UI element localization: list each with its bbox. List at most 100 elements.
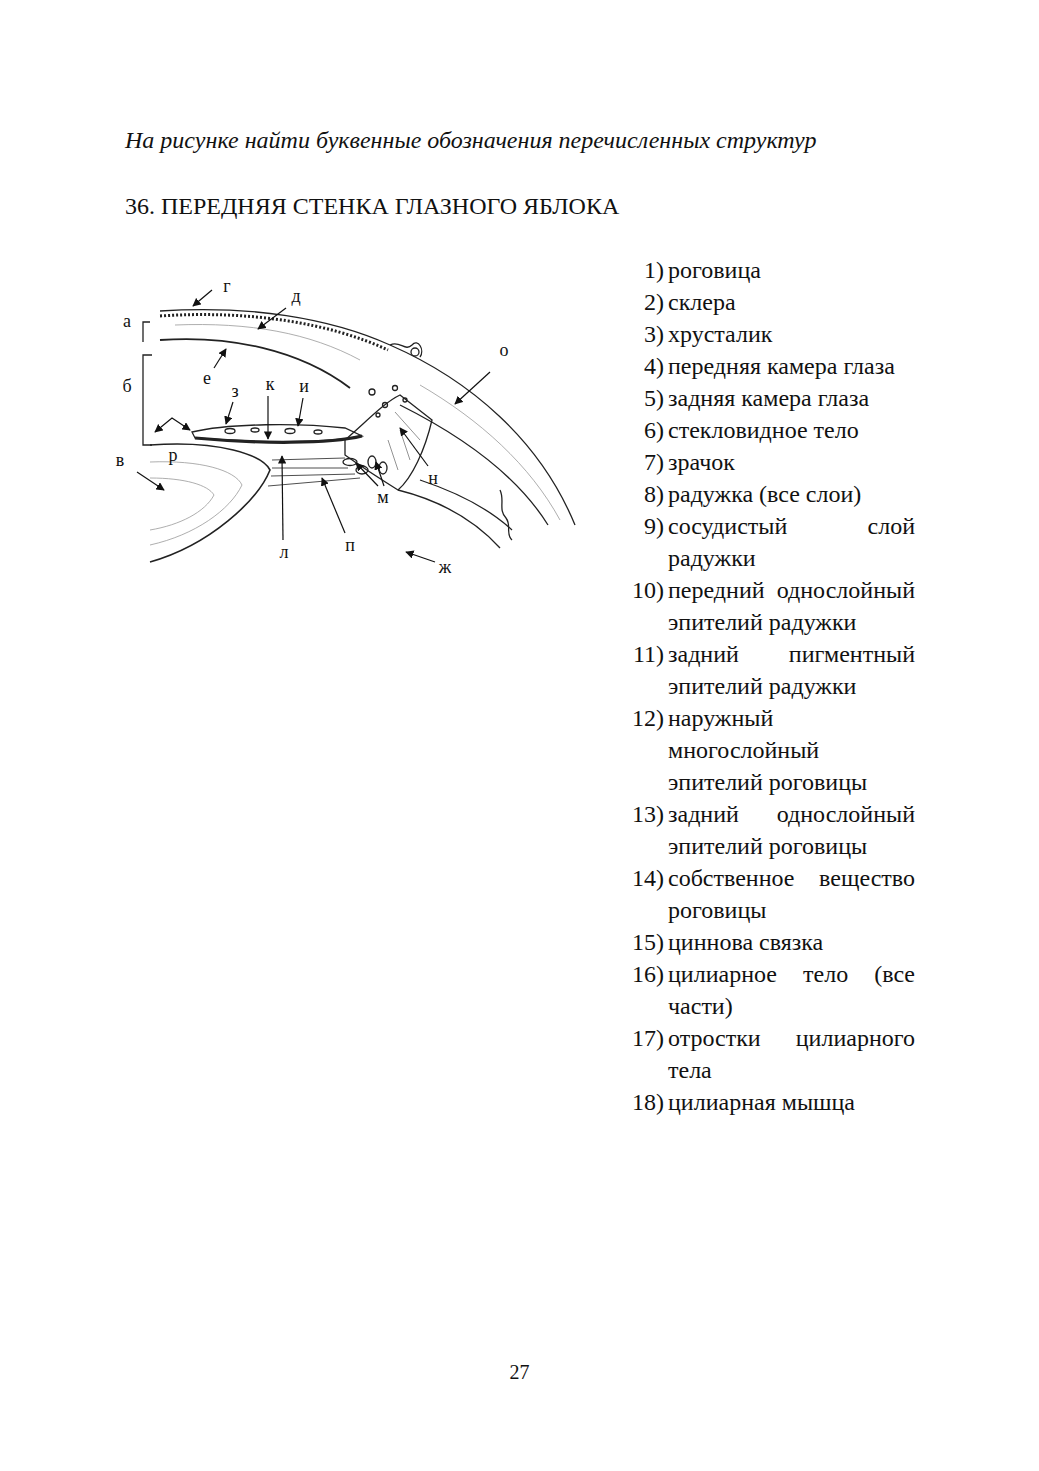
letter-label: н [428, 468, 438, 488]
list-item: 9)сосудистый слой радужки [616, 510, 916, 574]
cornea-outer [160, 310, 575, 525]
iris-vessel [314, 430, 322, 434]
cornea-stroma-line [175, 325, 360, 360]
ciliary-process [368, 456, 376, 468]
list-item: 13)задний однослойный эпителий роговицы [616, 798, 916, 862]
leader-lines [137, 290, 490, 562]
leader-arrow [226, 402, 233, 424]
item-number: 6) [616, 414, 664, 446]
list-item: 5)задняя камера глаза [616, 382, 916, 414]
ciliary-process [379, 462, 387, 474]
list-item: 11)задний пигментный эпителий радужки [616, 638, 916, 702]
leader-arrow [282, 456, 283, 540]
vessel [393, 386, 398, 391]
leader-arrow [356, 463, 378, 486]
leader-arrow [455, 372, 490, 404]
leader-arrow [267, 396, 268, 439]
letter-label: ж [439, 557, 451, 577]
item-number: 4) [616, 350, 664, 382]
list-item: 4)передняя камера глаза [616, 350, 916, 382]
item-number: 8) [616, 478, 664, 510]
sclera-inner [400, 405, 548, 525]
leader-arrow [137, 472, 164, 490]
ciliary-muscle-fibres [388, 412, 420, 470]
leader-arrow [400, 428, 428, 466]
item-number: 5) [616, 382, 664, 414]
item-text: передний однослойный эпителий радужки [668, 574, 915, 638]
item-text: передняя камера глаза [668, 350, 915, 382]
leader-arrow [298, 398, 303, 426]
limbus-vessel [390, 343, 422, 357]
item-number: 18) [616, 1086, 664, 1118]
list-item: 8)радужка (все слои) [616, 478, 916, 510]
letter-label: е [203, 368, 211, 388]
letter-label: р [169, 445, 178, 465]
item-number: 12) [616, 702, 664, 734]
lens-fibre [150, 478, 214, 530]
section-title: 36. ПЕРЕДНЯЯ СТЕНКА ГЛАЗНОГО ЯБЛОКА [125, 190, 619, 222]
item-number: 11) [616, 638, 664, 670]
letter-label: л [280, 542, 289, 562]
item-text: задний однослойный эпителий роговицы [668, 798, 915, 862]
leader-arrow [406, 552, 435, 562]
item-text: зрачок [668, 446, 915, 478]
list-item: 10)передний однослойный эпителий радужки [616, 574, 916, 638]
item-number: 1) [616, 254, 664, 286]
bracket [143, 322, 150, 342]
vessel [369, 389, 375, 395]
list-item: 17)отростки цилиарного тела [616, 1022, 916, 1086]
leader-arrow [155, 418, 190, 432]
iris-vessel [285, 429, 295, 434]
list-item: 14)собственное вещество роговицы [616, 862, 916, 926]
item-number: 10) [616, 574, 664, 606]
leader-arrow [193, 290, 212, 306]
iris-vessel [251, 428, 259, 432]
list-item: 12)наружный многослойный эпителий рогови… [616, 702, 916, 798]
item-text: циннова связка [668, 926, 915, 958]
item-text: цилиарная мышца [668, 1086, 915, 1118]
cornea-inner [160, 339, 350, 388]
iris-pigment-epithelium [195, 436, 362, 442]
item-text: роговица [668, 254, 915, 286]
leader-arrow [214, 349, 226, 368]
item-number: 3) [616, 318, 664, 350]
item-text: радужка (все слои) [668, 478, 915, 510]
list-item: 2)склера [616, 286, 916, 318]
letter-label: в [116, 450, 125, 470]
iris [192, 425, 362, 442]
item-number: 9) [616, 510, 664, 542]
vessel [411, 348, 419, 356]
ciliary-process [343, 459, 357, 466]
item-number: 16) [616, 958, 664, 990]
vessel [500, 490, 512, 540]
leader-arrow [376, 462, 384, 486]
item-text: задний пигментный эпителий радужки [668, 638, 915, 702]
list-item: 15)циннова связка [616, 926, 916, 958]
item-text: хрусталик [668, 318, 915, 350]
letter-label: з [231, 381, 238, 401]
bracket [143, 355, 152, 445]
list-item: 1)роговица [616, 254, 916, 286]
letter-label: о [500, 340, 509, 360]
item-text: отростки цилиарного тела [668, 1022, 915, 1086]
letter-label: м [377, 487, 388, 507]
item-number: 17) [616, 1022, 664, 1054]
corneal-epithelium [160, 315, 388, 350]
letter-label: п [345, 535, 355, 555]
ciliary-body [345, 395, 432, 490]
item-number: 7) [616, 446, 664, 478]
list-item: 6)стекловидное тело [616, 414, 916, 446]
sclera-fibre [420, 385, 560, 520]
item-number: 14) [616, 862, 664, 894]
lens-fibre [150, 462, 242, 545]
item-text: стекловидное тело [668, 414, 915, 446]
list-item: 3)хрусталик [616, 318, 916, 350]
letter-label: г [223, 276, 230, 296]
item-text: наружный многослойный эпителий роговицы [668, 702, 915, 798]
list-item: 7)зрачок [616, 446, 916, 478]
list-item: 16)цилиарное тело (все части) [616, 958, 916, 1022]
list-item: 18)цилиарная мышца [616, 1086, 916, 1118]
item-number: 15) [616, 926, 664, 958]
